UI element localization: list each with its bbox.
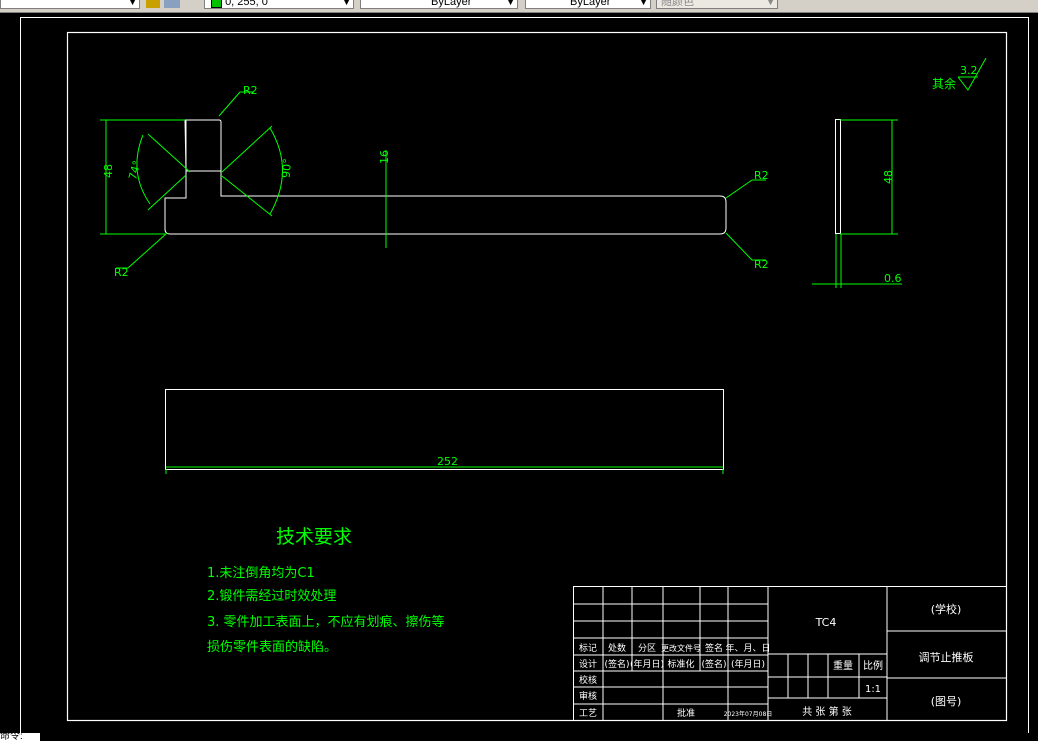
- scale-label: 比例: [863, 659, 883, 672]
- front-view-dimensions: [100, 91, 766, 269]
- top-view: 252: [165, 389, 724, 474]
- side-view: 48 0.6: [812, 119, 902, 288]
- roughness-label: 其余: [932, 76, 956, 91]
- rev-header-0: 标记: [579, 642, 597, 654]
- color-swatch: [211, 0, 222, 8]
- dim-r2-top: R2: [243, 84, 258, 97]
- sheet-count: 共 张 第 张: [802, 705, 852, 718]
- chevron-down-icon: ▼: [342, 0, 351, 7]
- school: (学校): [931, 602, 962, 616]
- tech-title: 技术要求: [276, 526, 352, 548]
- scale-value: 1:1: [865, 684, 881, 695]
- plotstyle-value: 随颜色: [661, 0, 694, 8]
- design-date: (年月日): [630, 658, 664, 670]
- check-label: 校核: [579, 674, 597, 686]
- process-label: 工艺: [579, 708, 597, 719]
- dim-thickness: 0.6: [884, 272, 902, 285]
- dim-r2-left: R2: [114, 266, 129, 279]
- dim-angle-90: 90°: [280, 158, 295, 179]
- command-prompt: 命令:: [0, 733, 23, 741]
- dim-r2-right-bottom: R2: [754, 258, 769, 271]
- rev-header-5: 年、月、日: [725, 642, 770, 654]
- linetype-dropdown[interactable]: ByLayer ▼: [360, 0, 518, 9]
- chevron-down-icon: ▼: [506, 0, 515, 7]
- rev-header-1: 处数: [608, 642, 626, 654]
- approve-label: 批准: [677, 707, 695, 719]
- tech-note-1: 1.未注倒角均为C1: [207, 566, 315, 581]
- dim-length: 252: [437, 455, 458, 468]
- dim-r2-right-top: R2: [754, 169, 769, 182]
- front-view: [164, 119, 727, 235]
- title-block: TC4 (学校) 调节止推板 (图号) 重量 比例 1:1 共 张 第 张 标记…: [573, 586, 1007, 721]
- dim-angle-74: 74°: [126, 159, 144, 181]
- rev-header-4: 签名: [705, 642, 723, 654]
- approve-date: 2023年07月08日: [724, 710, 773, 718]
- rev-header-2: 分区: [638, 643, 656, 654]
- sheet-outer-border: [20, 17, 1029, 733]
- front-view-dim-text: R2 48 74° 90° 16 R2 R2 R2: [102, 84, 769, 279]
- standard-sign: (签名): [701, 658, 726, 670]
- standard-label: 标准化: [667, 658, 694, 670]
- chevron-down-icon: ▼: [766, 0, 775, 7]
- tech-note-4: 损伤零件表面的缺陷。: [207, 639, 337, 655]
- sheet-inner-border: [66, 31, 1008, 722]
- material: TC4: [815, 616, 837, 629]
- lineweight-dropdown[interactable]: ByLayer ▼: [525, 0, 651, 9]
- dim-height-48: 48: [102, 164, 115, 178]
- chevron-down-icon: ▼: [639, 0, 648, 7]
- tech-note-2: 2.锻件需经过时效处理: [207, 589, 336, 604]
- part-name: 调节止推板: [919, 650, 974, 664]
- layer-dropdown[interactable]: ▼: [0, 0, 140, 9]
- weight-label: 重量: [833, 659, 853, 672]
- drawing-no: (图号): [931, 695, 962, 708]
- dim-side-height: 48: [882, 170, 895, 184]
- tech-requirements: 技术要求 1.未注倒角均为C1 2.锻件需经过时效处理 3. 零件加工表面上，不…: [207, 526, 445, 655]
- lineweight-value: ByLayer: [570, 0, 611, 8]
- design-label: 设计: [579, 658, 597, 670]
- properties-toolbar: ▼ 0, 255, 0 ▼ ByLayer ▼ ByLayer ▼ 随颜色 ▼: [0, 0, 1038, 13]
- review-label: 审核: [579, 690, 597, 702]
- layer-tools-icon[interactable]: [146, 0, 160, 8]
- plotstyle-dropdown[interactable]: 随颜色 ▼: [656, 0, 778, 9]
- standard-date: (年月日): [731, 658, 765, 670]
- roughness-value: 3.2: [960, 64, 978, 77]
- rev-header-3: 更改文件号: [661, 643, 701, 653]
- roughness-symbol: 其余 3.2: [932, 57, 987, 91]
- color-dropdown[interactable]: 0, 255, 0 ▼: [204, 0, 354, 9]
- linetype-value: ByLayer: [431, 0, 472, 8]
- design-sign: (签名): [604, 658, 629, 670]
- tech-note-3: 3. 零件加工表面上，不应有划痕、擦伤等: [207, 614, 445, 630]
- drawing-canvas[interactable]: 其余 3.2 R2 48 74° 90° 16 R2 R2 R2: [0, 12, 1038, 733]
- dim-width-16: 16: [378, 150, 391, 164]
- command-line[interactable]: 命令:: [0, 733, 40, 741]
- layer-previous-icon[interactable]: [164, 0, 180, 8]
- chevron-down-icon: ▼: [128, 0, 137, 7]
- color-value: 0, 255, 0: [225, 0, 268, 8]
